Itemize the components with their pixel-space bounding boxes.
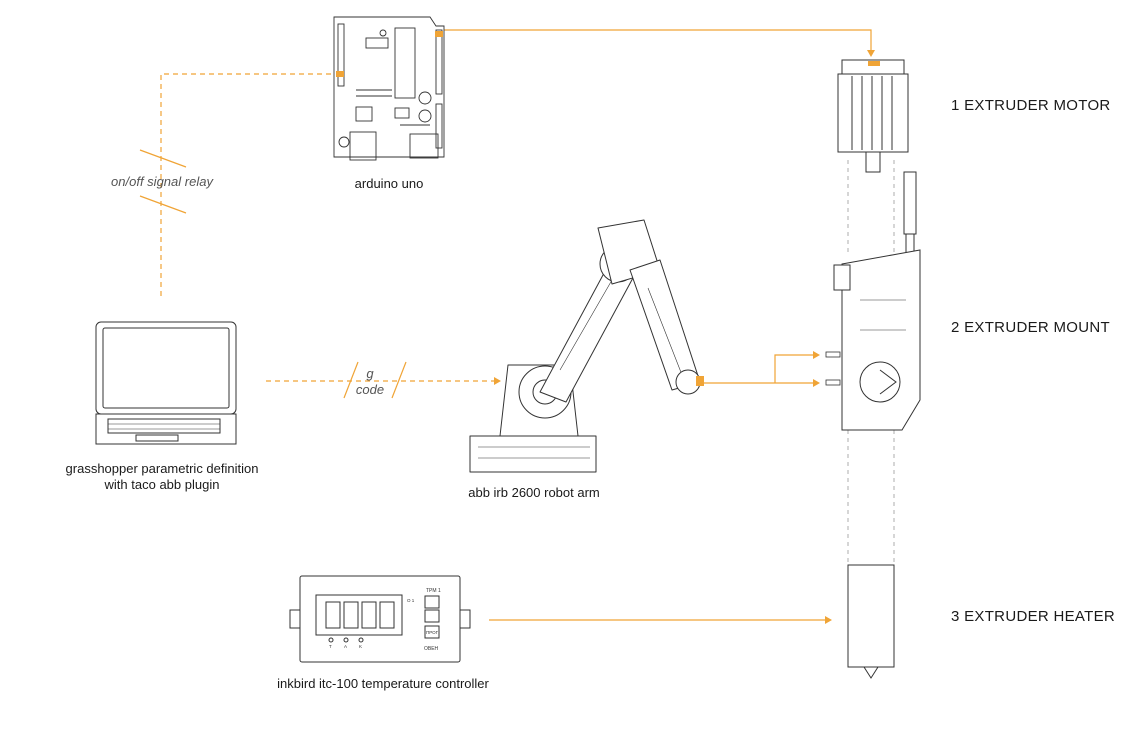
signal-relay-line: [160, 73, 334, 296]
gcode-label: g code: [350, 366, 390, 398]
laptop-label: grasshopper parametric definition with t…: [40, 461, 284, 493]
temperature-controller: [289, 575, 471, 663]
controller-tag: TPM 1: [426, 588, 441, 594]
controller-prog-label: ПРОГ: [426, 630, 439, 635]
arduino-uno-board: [333, 16, 445, 161]
controller-label: inkbird itc-100 temperature controller: [277, 676, 489, 691]
controller-indicator-k: K: [359, 644, 362, 649]
robot-label: abb irb 2600 robot arm: [468, 485, 600, 500]
extruder-mount: [825, 171, 921, 431]
stage-extruder-mount: 2 EXTRUDER MOUNT: [951, 319, 1110, 336]
controller-out-label: O 1: [407, 598, 415, 603]
controller-heater-arrowhead: [825, 616, 832, 624]
arduino-motor-arrowhead: [867, 50, 875, 57]
gcode-label-line2: code: [355, 382, 385, 397]
controller-panel-text: TPM 1 ПРОГ O 1 T A K ОВЕН: [329, 588, 441, 652]
extruder-motor: [837, 59, 909, 173]
relay-break-mark-bottom: [139, 195, 187, 214]
extruder-heater: [847, 564, 895, 679]
mount-arrowhead-bottom: [813, 379, 820, 387]
arduino-label: arduino uno: [354, 176, 424, 191]
laptop-label-line2: with taco abb plugin: [104, 477, 220, 492]
relay-break-mark-top: [139, 149, 187, 168]
stage-extruder-heater: 3 EXTRUDER HEATER: [951, 608, 1116, 625]
gcode-label-line1: g: [366, 366, 374, 381]
connectors: [139, 29, 875, 624]
gcode-break-mark-left: [343, 361, 359, 399]
extruder-guides: [847, 160, 895, 565]
controller-indicator-a: A: [344, 644, 347, 649]
laptop-label-line1: grasshopper parametric definition: [65, 461, 259, 476]
robot-arm: [469, 219, 704, 473]
laptop: [95, 321, 237, 445]
robot-mount-line: [704, 354, 815, 384]
arduino-motor-line: [444, 29, 872, 52]
stage-extruder-motor: 1 EXTRUDER MOTOR: [951, 97, 1111, 114]
signal-relay-label: on/off signal relay: [111, 174, 213, 189]
controller-logo: ОВЕН: [424, 646, 439, 652]
controller-indicator-t: T: [329, 644, 332, 649]
mount-arrowhead-top: [813, 351, 820, 359]
gcode-break-mark-right: [391, 361, 407, 399]
gcode-arrowhead: [494, 377, 501, 385]
